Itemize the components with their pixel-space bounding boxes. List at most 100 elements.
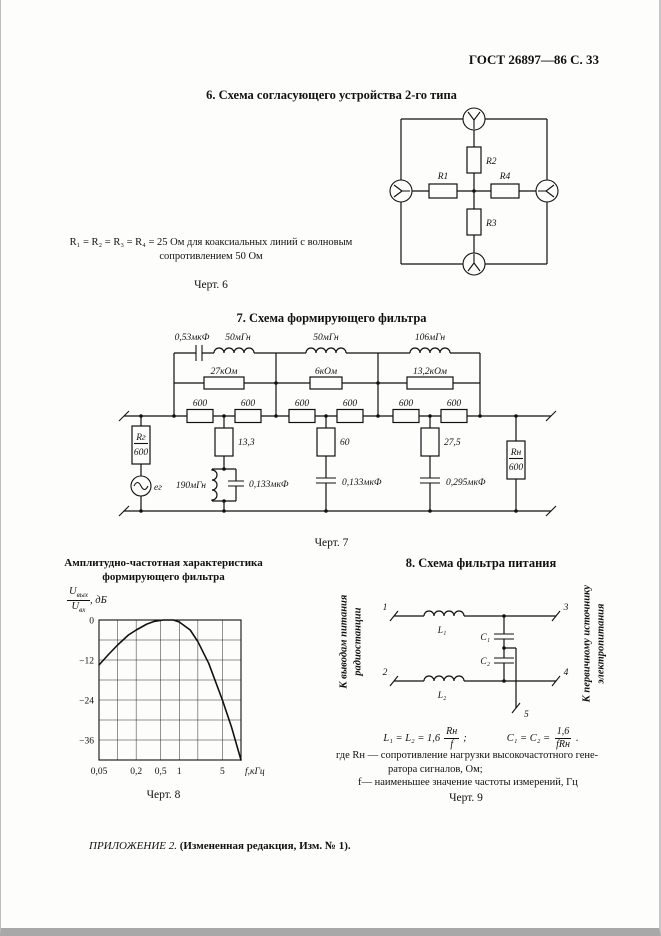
port-bottom-icon (462, 252, 486, 276)
where-line3: f— наименьшее значение частоты измерений… (358, 777, 578, 789)
fig8-caption: Черт. 8 (146, 789, 181, 801)
chart-y-tick-labels: 0−12−24−36 (79, 617, 94, 747)
connector-y-icon (538, 184, 555, 198)
load-resistor (506, 440, 526, 480)
chart-grid (98, 619, 242, 761)
label-6k: 6кОм (315, 367, 337, 377)
svg-text:f,кГц: f,кГц (245, 766, 265, 777)
label-0295: 0,295мкФ (446, 478, 486, 488)
svg-text:0: 0 (89, 617, 94, 627)
label-c2: C₂ (480, 657, 490, 667)
inductor-icon (211, 469, 218, 501)
label-13k: 13,2кОм (413, 367, 447, 377)
label-60: 60 (340, 438, 350, 448)
svg-text:0,05: 0,05 (91, 767, 108, 777)
page-header: ГОСТ 26897—86 С. 33 (468, 52, 599, 67)
resistor-13-3 (214, 427, 234, 457)
terminal-2: 2 (383, 668, 388, 678)
port-left-icon (389, 179, 413, 203)
fig6-note-line2: сопротивлением 50 Ом (159, 251, 263, 263)
terminal-4: 4 (564, 668, 569, 678)
svg-text:0,5: 0,5 (155, 767, 167, 777)
formula-c-frac: 1,6 fRн (554, 726, 572, 750)
label-c1: C₁ (480, 633, 490, 643)
formula-c: C₁ = C₂ = (506, 732, 551, 744)
label-rg-600: 600 (134, 448, 149, 458)
fig7-circuit: Rг 600 ег 27кОм 6кОм 13,2кОм 0,53мкФ 50м… (118, 333, 557, 517)
connector-y-icon (393, 184, 410, 198)
terminal-5: 5 (524, 710, 529, 720)
inductor-icon (213, 347, 255, 354)
terminal-1: 1 (383, 603, 388, 613)
svg-text:−24: −24 (79, 697, 94, 707)
formula-l-frac: Rн f (444, 726, 460, 750)
footer-revision: (Измененная редакция, Изм. № 1). (179, 840, 351, 852)
svg-text:0,2: 0,2 (130, 767, 142, 777)
label-600: 600 (295, 399, 310, 409)
label-coil3: 106мГн (415, 333, 445, 343)
label-emf: ег (154, 483, 162, 493)
label-r3: R3 (485, 219, 497, 229)
source-resistor (131, 425, 151, 465)
label-r1: R1 (437, 172, 449, 182)
sine-icon (133, 481, 149, 491)
label-13-3: 13,3 (238, 438, 255, 448)
label-0133-1: 0,133мкФ (249, 480, 289, 490)
fig9-caption: Черт. 9 (449, 792, 483, 804)
label-rg: Rг (135, 433, 146, 443)
resistor-r1 (428, 183, 458, 199)
fig6-circuit: R1 R4 R2 R3 (389, 107, 559, 276)
label-r4: R4 (499, 172, 511, 182)
label-0133-2: 0,133мкФ (342, 478, 382, 488)
label-rn-600: 600 (509, 463, 524, 473)
resistor-60 (316, 427, 336, 457)
resistor-600 (186, 408, 214, 424)
cable-slash-icon (118, 410, 557, 517)
label-coil2: 50мГн (313, 333, 339, 343)
label-l1: L₁ (437, 626, 447, 636)
label-27-5: 27,5 (444, 438, 461, 448)
svg-text:1: 1 (177, 767, 182, 777)
resistor-600 (392, 408, 420, 424)
terminal-3: 3 (563, 603, 569, 613)
where-line1: где Rн — сопротивление нагрузки высокоча… (336, 750, 599, 761)
label-27k: 27кОм (211, 367, 238, 377)
generator-icon (130, 475, 152, 497)
fig9-left-port-label: К выводам питания радиостанции (338, 594, 363, 689)
capacitor-icon (420, 477, 440, 484)
resistor-13k (406, 376, 454, 390)
where-line2: ратора сигналов, Ом; (388, 763, 483, 775)
inductor-icon (409, 347, 451, 354)
fig9-where-note: где Rн — сопротивление нагрузки высокоча… (336, 749, 628, 790)
port-right-icon (535, 179, 559, 203)
inductor-icon (423, 675, 465, 682)
fig8-title: Амплитудно-частотная характеристика форм… (61, 556, 266, 585)
resistor-600 (336, 408, 364, 424)
resistor-600 (288, 408, 316, 424)
fig7-title: 7. Схема формирующего фильтра (236, 311, 427, 325)
resistor-r3 (466, 208, 482, 236)
capacitor-icon (195, 345, 203, 361)
svg-text:−36: −36 (79, 737, 94, 747)
cable-slash-icon (389, 610, 561, 714)
chart-y-axis-label: Uвых Uвх , дБ (67, 586, 107, 614)
label-rn: Rн (510, 448, 522, 458)
footer-appendix: ПРИЛОЖЕНИЕ 2. (89, 840, 177, 852)
label-600: 600 (343, 399, 358, 409)
capacitor-icon (228, 480, 244, 487)
inductor-icon (423, 610, 465, 617)
connector-y-icon (467, 254, 481, 272)
resistor-600 (234, 408, 262, 424)
fig8-title-line2: формирующего фильтра (102, 571, 225, 584)
page-footer: ПРИЛОЖЕНИЕ 2. (Измененная редакция, Изм.… (89, 840, 351, 852)
resistor-27-5 (420, 427, 440, 457)
formula-l: L₁ = L₂ = 1,6 (383, 732, 441, 744)
label-600: 600 (447, 399, 462, 409)
fig9-circuit: 1 2 3 4 5 L₁ L₂ C₁ C₂ (383, 603, 569, 720)
fig6-caption: Черт. 6 (194, 279, 228, 291)
formula-end: . (575, 732, 579, 744)
junction-dots (139, 381, 518, 513)
fig6-title: 6. Схема согласующего устройства 2-го ти… (206, 88, 457, 102)
